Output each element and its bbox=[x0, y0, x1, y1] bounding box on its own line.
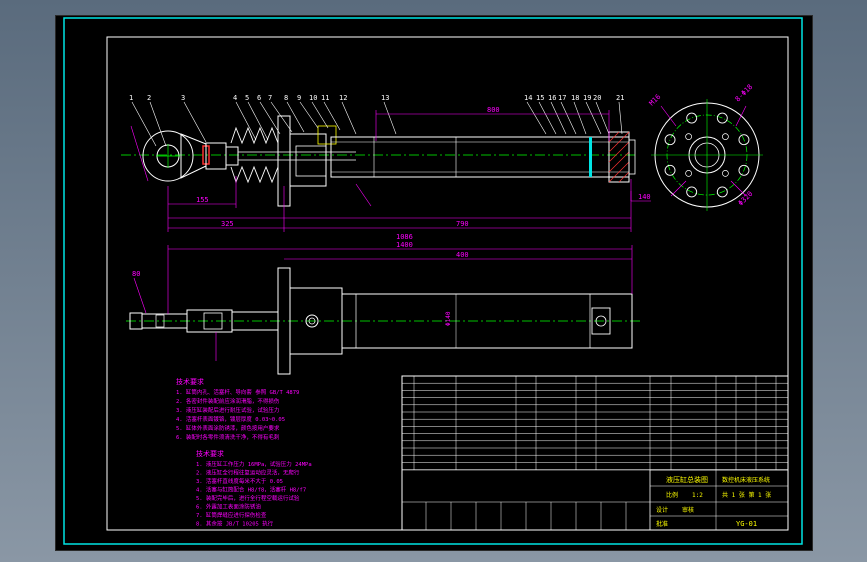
balloon-18: 18 bbox=[571, 94, 579, 102]
dim-bottom-total: 1400 bbox=[396, 241, 413, 249]
dim-total: 1086 bbox=[396, 233, 413, 241]
balloon-15: 15 bbox=[536, 94, 544, 102]
tech-line: 1. 缸筒内孔、活塞杆、导向套 参照 GB/T 4879 bbox=[176, 388, 299, 396]
bottom-dimensions bbox=[133, 245, 633, 361]
dim-body: 790 bbox=[456, 220, 469, 228]
tech-line: 3. 活塞杆直线度每米不大于 0.05 bbox=[196, 477, 283, 485]
cylinder-barrel bbox=[330, 136, 630, 178]
balloon-5: 5 bbox=[245, 94, 249, 102]
balloon-1: 1 bbox=[129, 94, 133, 102]
bolt-hole bbox=[686, 112, 698, 124]
tech-line: 6. 外露加工表面涂防锈油 bbox=[196, 503, 261, 511]
tech-line: 7. 缸筒焊缝应进行探伤检查 bbox=[196, 511, 267, 519]
balloon-16: 16 bbox=[548, 94, 556, 102]
balloon-2: 2 bbox=[147, 94, 151, 102]
dim-tube-dia: Φ140 bbox=[445, 311, 452, 326]
tech-line: 2. 液压缸全行程往复运动应灵活，无爬行 bbox=[196, 469, 300, 477]
bellows-top bbox=[230, 126, 279, 145]
rod-eye-outer bbox=[142, 130, 194, 182]
bolt-holes bbox=[664, 112, 750, 198]
bolt-hole bbox=[738, 134, 750, 146]
dim-left: 325 bbox=[221, 220, 234, 228]
scale-label: 比例 bbox=[666, 491, 678, 499]
balloon-4: 4 bbox=[233, 94, 237, 102]
bolt-hole bbox=[738, 164, 750, 176]
balloon-20: 20 bbox=[593, 94, 601, 102]
bolt-hole bbox=[664, 164, 676, 176]
dim-bottom-body: 400 bbox=[456, 251, 469, 259]
balloon-14: 14 bbox=[524, 94, 532, 102]
balloon-6: 6 bbox=[257, 94, 261, 102]
tech-line: 8. 其余按 JB/T 10205 执行 bbox=[196, 520, 274, 528]
barrel-side bbox=[341, 293, 633, 349]
drawing-no: YG-01 bbox=[736, 520, 757, 528]
balloon-10: 10 bbox=[309, 94, 317, 102]
flange-label-1: M16 bbox=[648, 93, 663, 108]
flange-end-view: M16 8-Φ18 Φ320 bbox=[648, 83, 763, 211]
tech-line: 5. 装配完毕后，进行全行程空载运行试验 bbox=[196, 494, 300, 502]
bolt-hole bbox=[664, 134, 676, 146]
tech-line: 1. 液压缸工作压力 16MPa，试验压力 24MPa bbox=[196, 460, 312, 468]
balloon-9: 9 bbox=[297, 94, 301, 102]
dim-stroke: 800 bbox=[487, 106, 500, 114]
dim-side-a: 155 bbox=[196, 196, 209, 204]
inner-hole bbox=[722, 170, 729, 177]
flange-label-3: Φ320 bbox=[737, 190, 755, 208]
inner-hole bbox=[685, 133, 692, 140]
tech-title-2: 技术要求 bbox=[196, 449, 224, 458]
drawing-name: 液压缸总装图 bbox=[666, 475, 708, 484]
dim-left-b: 80 bbox=[132, 270, 140, 278]
sheet-info: 共 1 张 第 1 张 bbox=[722, 491, 771, 499]
balloon-12: 12 bbox=[339, 94, 347, 102]
inner-hole bbox=[722, 133, 729, 140]
tech-line: 2. 各密封件装配前应涂润滑脂，不得损伤 bbox=[176, 397, 280, 405]
bolt-hole bbox=[716, 186, 728, 198]
tech-line: 3. 液压缸装配后进行耐压试验，试验压力 bbox=[176, 406, 279, 414]
label-approve: 批准 bbox=[656, 520, 668, 528]
balloon-leaders bbox=[131, 101, 623, 147]
outer-frame bbox=[63, 17, 803, 545]
parts-list-table bbox=[401, 375, 789, 531]
balloon-17: 17 bbox=[558, 94, 566, 102]
title-block: 液压缸总装图 数控机床液压系统 比例 1:2 共 1 张 第 1 张 设计 审核… bbox=[649, 469, 789, 531]
bolt-hole bbox=[686, 186, 698, 198]
label-check: 审核 bbox=[682, 506, 694, 514]
piston bbox=[589, 137, 592, 177]
balloon-21: 21 bbox=[616, 94, 624, 102]
balloon-13: 13 bbox=[381, 94, 389, 102]
bolt-hole bbox=[716, 112, 728, 124]
tech-line: 4. 活塞与缸筒配合 H8/f8，活塞杆 H8/f7 bbox=[196, 486, 306, 494]
bottom-exterior-view: 1400 400 Φ140 80 bbox=[126, 241, 641, 375]
balloon-3: 3 bbox=[181, 94, 185, 102]
balloon-11: 11 bbox=[321, 94, 329, 102]
inner-hole bbox=[685, 170, 692, 177]
label-design: 设计 bbox=[656, 506, 668, 514]
tech-line: 6. 装配时各零件须清洗干净，不得有毛刺 bbox=[176, 433, 280, 441]
end-cap bbox=[608, 131, 630, 183]
tech-line: 5. 缸体外表面涂防锈漆，颜色按用户要求 bbox=[176, 424, 280, 432]
tech-line: 4. 活塞杆表面镀铬，镀层厚度 0.03~0.05 bbox=[176, 415, 285, 423]
bellows-bottom bbox=[230, 165, 279, 184]
dim-side-b: 140 bbox=[638, 193, 651, 201]
top-dimensions bbox=[130, 110, 651, 232]
company-name: 数控机床液压系统 bbox=[722, 476, 770, 484]
scale-value: 1:2 bbox=[692, 492, 703, 499]
balloon-8: 8 bbox=[284, 94, 288, 102]
balloon-7: 7 bbox=[268, 94, 272, 102]
balloon-19: 19 bbox=[583, 94, 591, 102]
flange-label-2: 8-Φ18 bbox=[734, 83, 755, 104]
tech-title-1: 技术要求 bbox=[176, 377, 204, 386]
